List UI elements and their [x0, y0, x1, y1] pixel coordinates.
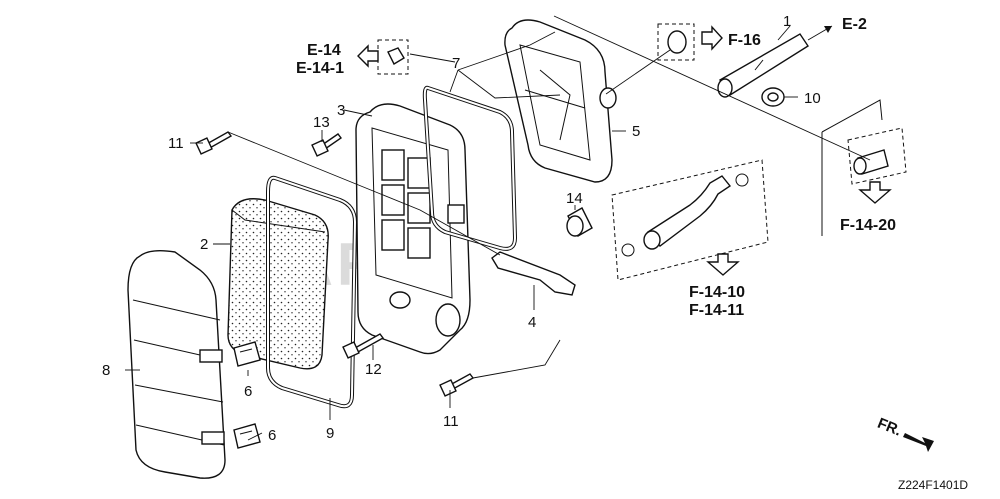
arrow-e14: [357, 44, 379, 68]
tube-14: [566, 207, 593, 237]
drawing-code: Z224F1401D: [898, 478, 968, 492]
ref-f14-10: F-14-10: [689, 284, 745, 301]
bolt-12: [342, 333, 385, 359]
fr-label: FR.: [875, 415, 904, 440]
ref-e2: E-2: [842, 16, 867, 33]
breather-hose-group: [611, 159, 769, 281]
air-cleaner-housing: [504, 19, 617, 183]
air-cleaner-cover: [127, 249, 226, 479]
arrow-f14-10: [706, 253, 740, 276]
label-part-11-bottom: 11: [443, 413, 459, 430]
label-part-6-top: 6: [244, 383, 252, 400]
bracket-4: [491, 251, 576, 296]
label-part-9: 9: [326, 425, 334, 442]
label-part-7: 7: [452, 55, 460, 72]
arrow-fr: [903, 433, 934, 452]
air-cleaner-case: [355, 103, 471, 355]
label-part-2: 2: [200, 236, 208, 253]
clip-6-bottom: [233, 423, 261, 449]
label-part-11-top: 11: [168, 135, 184, 152]
leader-lines: [125, 15, 871, 441]
bolt-11-top: [195, 131, 233, 155]
label-part-4: 4: [528, 314, 536, 331]
arrow-f16: [701, 25, 723, 51]
grommet-10: [761, 87, 785, 107]
label-part-5: 5: [632, 123, 640, 140]
ref-f14-11: F-14-11: [689, 302, 744, 319]
detail-boxes: [377, 23, 907, 236]
filter-element: [227, 198, 329, 370]
ref-f14-20: F-14-20: [840, 217, 896, 234]
bolt-11-bottom: [439, 373, 475, 397]
gasket-7: [422, 85, 518, 251]
label-part-10: 10: [804, 90, 821, 107]
label-part-6-bottom: 6: [268, 427, 276, 444]
ref-e14-1: E-14-1: [296, 60, 344, 77]
label-part-14: 14: [566, 190, 583, 207]
gasket-9: [266, 175, 358, 409]
label-part-13: 13: [313, 114, 330, 131]
clip-6-top: [233, 341, 261, 367]
arrow-f14-20: [858, 181, 892, 204]
label-part-1: 1: [783, 13, 791, 30]
arrow-e2: [807, 25, 833, 41]
ref-e14: E-14: [307, 42, 341, 59]
ref-f16: F-16: [728, 32, 761, 49]
label-part-8: 8: [102, 362, 110, 379]
label-part-12: 12: [365, 361, 382, 378]
label-part-3: 3: [337, 102, 345, 119]
bolt-13: [311, 133, 342, 157]
